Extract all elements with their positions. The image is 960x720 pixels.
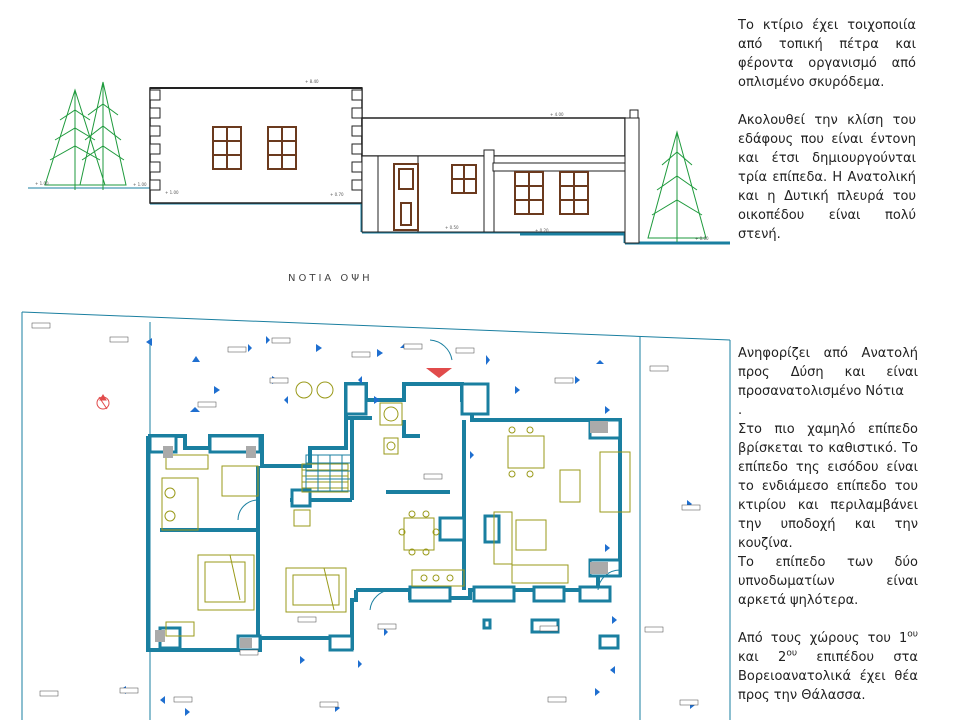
elevation-windows [212,126,589,231]
view-paragraph: Από τους χώρους του 1ου και 2ου επιπέδου… [738,629,918,705]
svg-text:+ 1.00: + 1.00 [165,190,179,195]
orientation-paragraph: Ανηφορίζει από Ανατολή προς Δύση και είν… [738,346,918,399]
svg-text:+ 0.70: + 0.70 [330,192,344,197]
stone-paving [155,421,608,648]
doors [237,339,621,611]
intro-paragraph-1: Το κτίριο έχει τοιχοποιία από τοπική πέτ… [738,18,916,90]
tree-icon [44,81,127,190]
view-sup-2: ου [786,648,798,659]
svg-text:+ 4.00: + 4.00 [550,112,564,117]
north-arrow-icon [96,394,110,410]
level-arrows [120,336,695,716]
level-labels [31,322,701,708]
elevation-title: ΝΟΤΙΑ ΟΨΗ [288,273,373,284]
tree-icon [647,130,707,242]
intro-paragraph-2: Ακολουθεί την κλίση του εδάφους που είνα… [738,113,916,242]
view-sup-1: ου [907,629,918,640]
orientation-dot: . [738,403,743,418]
elevation-upper-block: + 8.40 [149,79,363,204]
plan-columns [148,382,622,652]
view-text-mid: και 2 [738,650,787,665]
stairs [305,454,353,492]
view-text-post: επιπέδου στα Βορειοανατολικά έχει θέα πρ… [738,650,918,703]
description-levels: Ανηφορίζει από Ανατολή προς Δύση και είν… [738,344,918,705]
description-intro: Το κτίριο έχει τοιχοποιία από τοπική πέτ… [738,16,916,244]
entrance-marker-icon [426,368,452,378]
svg-text:+ 8.40: + 8.40 [305,79,319,84]
upper-level-paragraph: Το επίπεδο των δύο υπνοδωματίων είναι αρ… [738,555,918,608]
view-text-pre: Από τους χώρους του 1 [738,631,908,646]
lower-level-paragraph: Στο πιο χαμηλό επίπεδο βρίσκεται το καθι… [738,422,918,551]
svg-text:+ 0.00: + 0.00 [695,236,709,241]
svg-text:+ 1.00: + 1.00 [133,182,147,187]
svg-text:+ 1.00: + 1.00 [35,181,49,186]
site-boundary [21,311,731,720]
furniture [161,381,631,637]
svg-text:+ 0.50: + 0.50 [445,225,459,230]
svg-text:+ 0.20: + 0.20 [535,228,549,233]
